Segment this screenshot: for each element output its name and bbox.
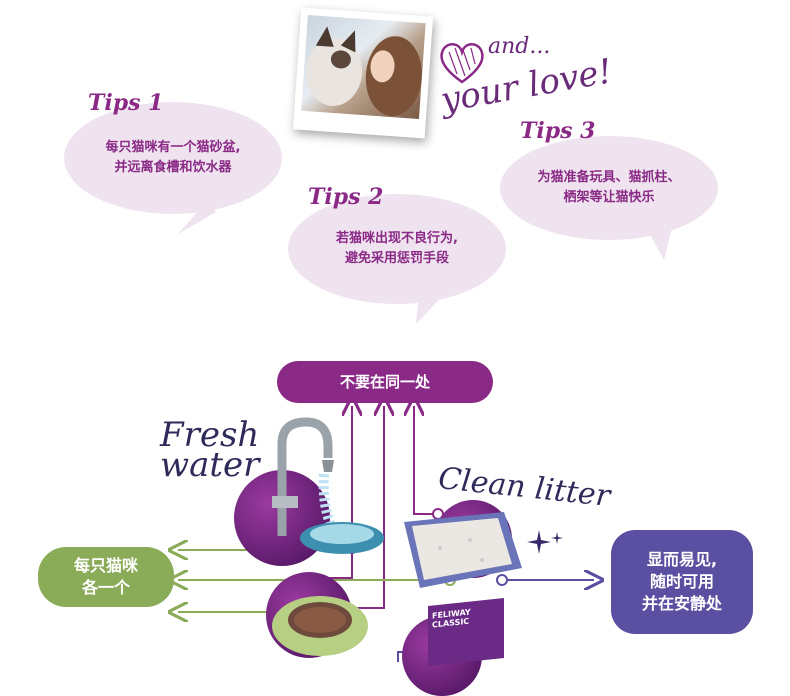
- tip-2-title: Tips 2: [308, 184, 384, 210]
- sparkle-icon: [527, 530, 563, 554]
- fresh-water-label: Fresh water: [160, 415, 260, 485]
- feliway-label: FELIWAY CLASSIC: [432, 607, 471, 630]
- right-box: 显而易见, 随时可用 并在安静处: [611, 530, 753, 634]
- cat-woman-photo: [292, 7, 434, 139]
- food-bowl-icon: [272, 596, 368, 656]
- tip-3-text: 为猫准备玩具、猫抓柱、 栖架等让猫快乐: [537, 170, 681, 205]
- top-box: 不要在同一处: [277, 361, 493, 403]
- feliway-box: FELIWAY CLASSIC: [428, 598, 504, 666]
- tip-2-bubble: 若猫咪出现不良行为, 避免采用惩罚手段: [288, 194, 506, 304]
- photo-image: [301, 15, 426, 120]
- heart-icon: [440, 43, 484, 84]
- left-box: 每只猫咪 各一个: [38, 547, 174, 607]
- faucet-icon: [272, 417, 384, 554]
- tip-2-text: 若猫咪出现不良行为, 避免采用惩罚手段: [336, 231, 458, 266]
- tip-1-text: 每只猫咪有一个猫砂盆, 并远离食槽和饮水器: [105, 140, 241, 175]
- tip-3-title: Tips 3: [520, 118, 596, 144]
- tip-1-title: Tips 1: [88, 90, 164, 116]
- and-text: and...: [488, 34, 551, 59]
- litter-box-icon: [404, 512, 522, 588]
- tip-1-bubble: 每只猫咪有一个猫砂盆, 并远离食槽和饮水器: [64, 102, 282, 214]
- tip-3-bubble: 为猫准备玩具、猫抓柱、 栖架等让猫快乐: [500, 136, 718, 240]
